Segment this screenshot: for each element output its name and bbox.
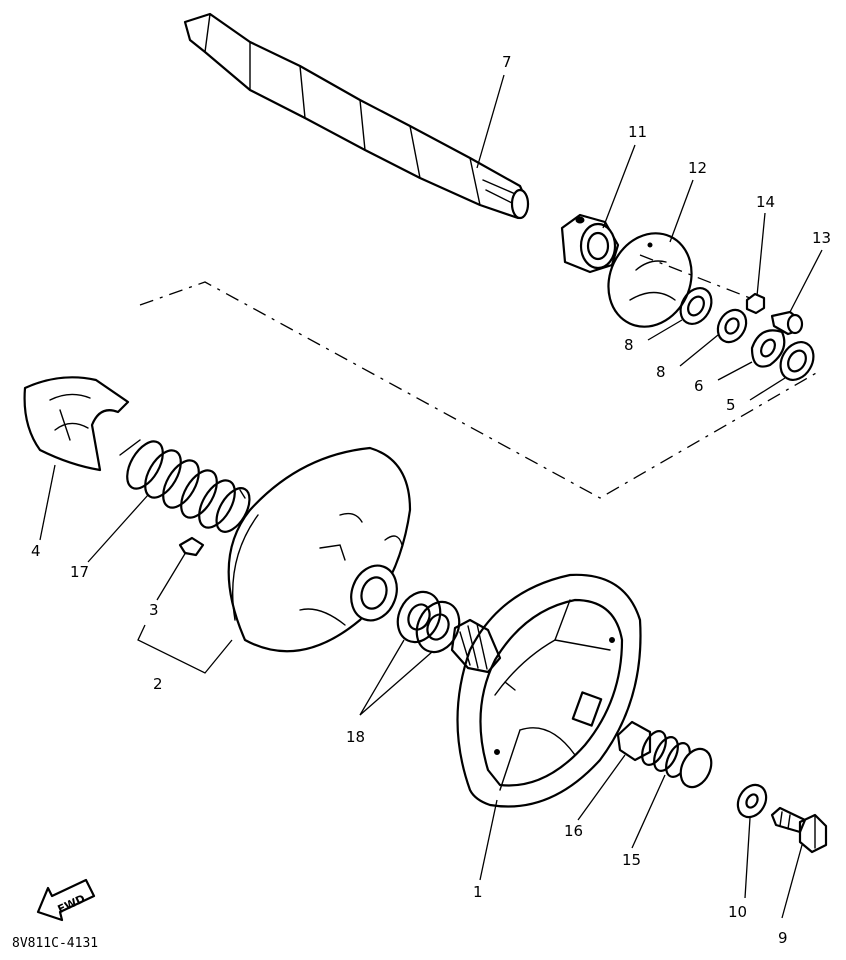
callout-17: 17 [70,563,89,581]
callout-1: 1 [473,883,483,901]
callout-2: 2 [153,675,163,693]
part-washer-8b [716,308,748,344]
part-shaft [183,12,530,220]
part-spring-seat [23,376,130,472]
part-fixed-sheave [456,573,642,808]
callout-numbers: 7 11 12 14 13 8 8 6 5 4 17 3 2 18 1 16 1… [31,53,831,947]
callout-16: 16 [564,822,583,840]
assembly-center-lines [139,254,819,499]
fwd-label: FWD [56,892,88,916]
part-cam-washer [750,329,786,368]
callout-10: 10 [728,903,747,921]
drawing-code: 8V811C-4131 [12,936,98,951]
callout-5: 5 [726,396,736,414]
callout-12: 12 [688,159,707,177]
callout-18: 18 [346,728,365,746]
part-bearing [560,213,620,274]
fwd-arrow-icon: FWD [36,878,96,922]
part-roller-spring [641,730,713,789]
callout-15: 15 [622,851,641,869]
callout-13: 13 [812,229,831,247]
part-spline-collar [450,618,502,674]
callout-3: 3 [149,601,159,619]
part-washer-5 [779,341,815,381]
part-weight [178,536,205,557]
part-washer-10 [736,783,768,819]
callout-11: 11 [628,123,647,141]
part-washer-8a [679,287,713,325]
callout-8b: 8 [656,363,666,381]
callout-14: 14 [756,193,775,211]
part-spring [119,439,251,533]
part-roller [616,720,652,762]
part-movable-sheave [227,446,412,653]
callout-6: 6 [694,377,704,395]
part-bolt-9 [770,806,828,854]
callout-8a: 8 [624,336,634,354]
leader-lines [39,74,823,919]
part-washers-18 [396,590,461,654]
callout-4: 4 [31,542,41,560]
part-nut [745,292,766,315]
callout-9: 9 [778,929,788,947]
callout-7: 7 [502,53,512,71]
